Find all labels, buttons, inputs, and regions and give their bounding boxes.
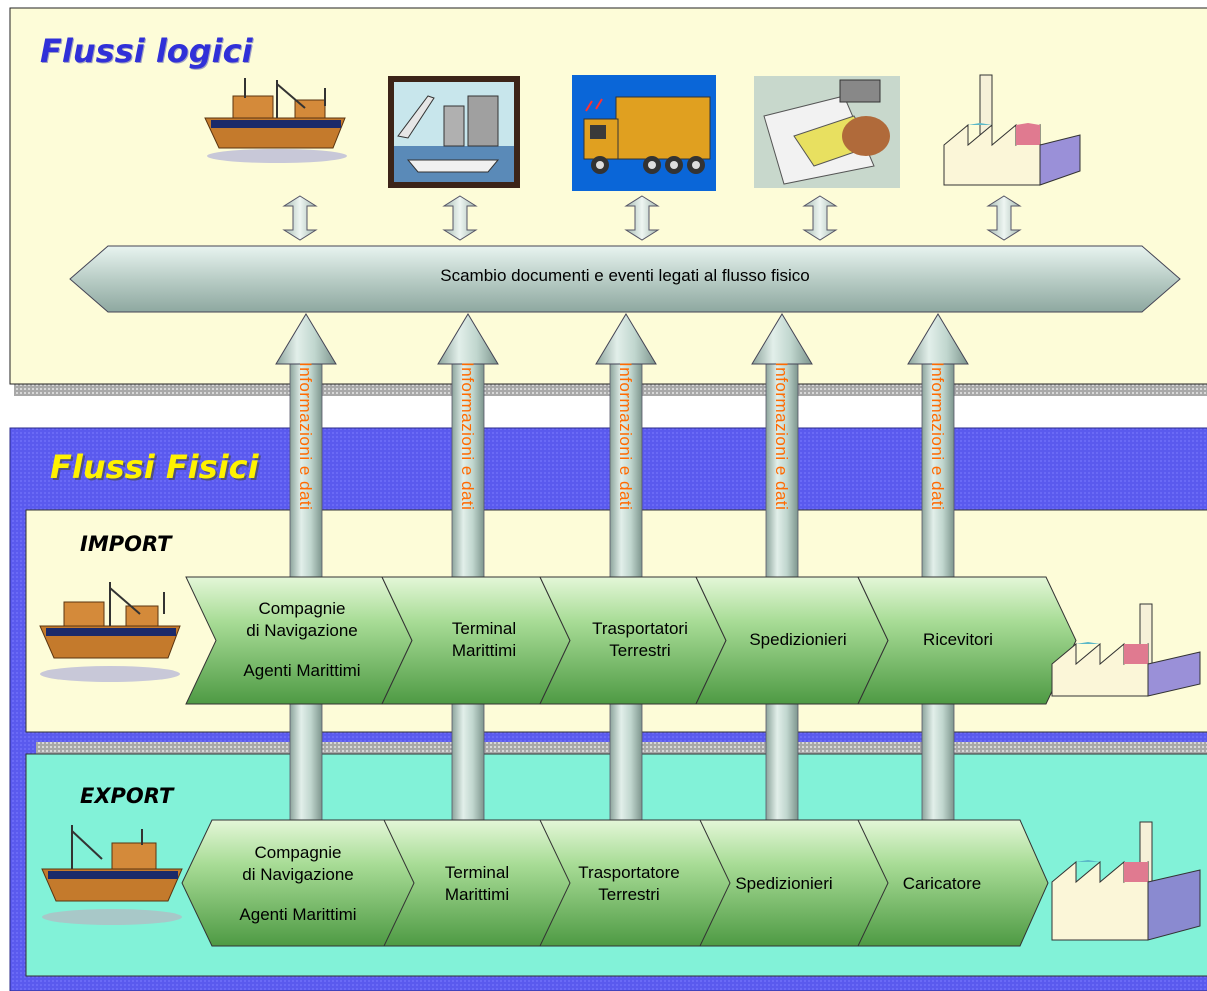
port-cranes-icon — [388, 76, 520, 188]
stage-line: Trasportatore — [578, 863, 680, 882]
double-arrow-3 — [802, 195, 838, 241]
info-label-1: Informazioni e dati — [458, 362, 477, 511]
stage-line: Terrestri — [609, 641, 671, 660]
import-chevrons — [185, 576, 1077, 705]
stage-line: Terminal — [444, 863, 510, 882]
info-label-4: Informazioni e dati — [928, 362, 947, 511]
import-stage-shipping: Compagnie di Navigazione Agenti Marittim… — [212, 586, 392, 694]
stage-line: di Navigazione — [246, 621, 358, 640]
stage-line: Terrestri — [598, 885, 660, 904]
export-stage-shipping: Compagnie di Navigazione Agenti Marittim… — [208, 830, 388, 938]
import-stage-terminal: Terminal Marittimi — [400, 590, 568, 690]
import-stage-receivers: Ricevitori — [878, 590, 1038, 690]
stage-line: Spedizionieri — [749, 630, 847, 649]
stage-line: Caricatore — [902, 874, 982, 893]
info-arrow-head-0 — [275, 313, 337, 365]
export-chevrons — [181, 819, 1049, 947]
import-chevron-4 — [857, 576, 1077, 705]
info-arrow-head-1 — [437, 313, 499, 365]
export-stage-terminal: Terminal Marittimi — [392, 834, 562, 934]
truck-icon — [572, 75, 716, 191]
info-arrow-head-2 — [595, 313, 657, 365]
stage-line: di Navigazione — [242, 865, 354, 884]
export-label: EXPORT — [80, 784, 174, 808]
info-arrow-head-3 — [751, 313, 813, 365]
document-exchange-bus — [69, 245, 1181, 313]
export-stage-carrier: Trasportatore Terrestri — [550, 834, 708, 934]
logical-flows-title: Flussi logici — [40, 32, 253, 70]
info-arrow-head-4 — [907, 313, 969, 365]
ship-icon — [39, 582, 181, 682]
physical-flows-title: Flussi Fisici — [50, 448, 259, 486]
bus-label: Scambio documenti e eventi legati al flu… — [440, 266, 810, 285]
stage-line: Agenti Marittimi — [243, 661, 361, 680]
factory-icon — [1051, 821, 1201, 941]
double-arrow-2 — [624, 195, 660, 241]
info-label-0: Informazioni e dati — [296, 362, 315, 511]
logici-panel — [9, 7, 1207, 396]
export-stage-forwarders: Spedizionieri — [704, 834, 864, 934]
documents-icon — [754, 76, 900, 188]
import-stage-forwarders: Spedizionieri — [718, 590, 878, 690]
stage-line: Spedizionieri — [735, 874, 833, 893]
factory-icon — [943, 74, 1081, 186]
import-label: IMPORT — [80, 532, 172, 556]
stage-line: Agenti Marittimi — [239, 905, 357, 924]
double-arrow-0 — [282, 195, 318, 241]
double-arrow-4 — [986, 195, 1022, 241]
stage-line: Trasportatori — [592, 619, 688, 638]
ship-icon — [41, 825, 183, 925]
stage-line: Marittimi — [451, 641, 517, 660]
stage-line: Terminal — [451, 619, 517, 638]
double-arrow-1 — [442, 195, 478, 241]
import-stage-carriers: Trasportatori Terrestri — [560, 590, 720, 690]
export-chevron-0 — [181, 819, 415, 947]
export-stage-shipper: Caricatore — [862, 834, 1022, 934]
info-label-2: Informazioni e dati — [616, 362, 635, 511]
stage-line: Compagnie — [254, 843, 342, 862]
stage-line: Compagnie — [258, 599, 346, 618]
stage-line: Marittimi — [444, 885, 510, 904]
ship-icon — [204, 78, 347, 163]
info-label-3: Informazioni e dati — [772, 362, 791, 511]
icon-connector-arrows — [282, 195, 1022, 241]
stage-line: Ricevitori — [923, 630, 993, 649]
factory-icon — [1051, 603, 1201, 697]
